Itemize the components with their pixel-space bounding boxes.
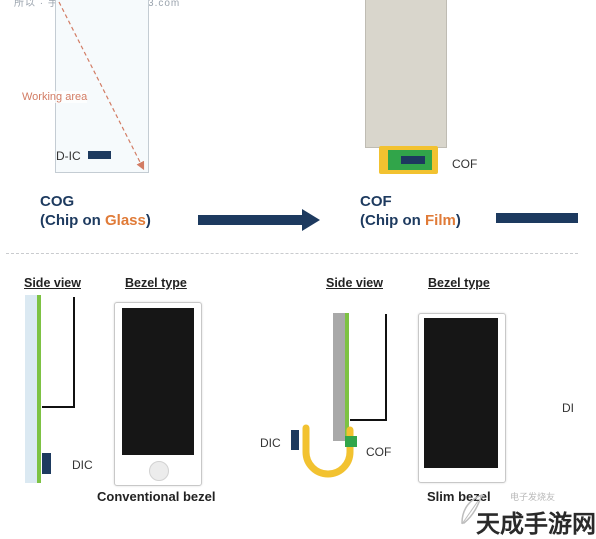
conventional-phone-screen: [122, 308, 194, 455]
d-ic-chip: [88, 151, 111, 159]
cof-label-right: COF: [366, 445, 392, 459]
side-view-glass: [25, 295, 37, 483]
bezel-type-label-left: Bezel type: [125, 276, 187, 290]
transition-arrow: [198, 209, 320, 231]
watermark-main: 天成手游网: [476, 510, 596, 538]
dic-label-left: DIC: [72, 458, 93, 472]
side-view-label-left: Side view: [24, 276, 81, 290]
cof-title: COF (Chip on Film): [360, 192, 461, 230]
cof-u-bend: [302, 424, 354, 478]
transition-arrow-partial: [496, 213, 578, 223]
slim-side-gray-layer: [333, 313, 345, 441]
side-view-dic-chip: [42, 453, 51, 474]
caption-left: Conventional bezel: [97, 489, 216, 504]
cof-display-panel: [365, 0, 447, 148]
working-area-arrow: [58, 1, 145, 171]
slim-side-flex-line: [350, 314, 387, 421]
slim-phone-screen: [424, 318, 498, 468]
cof-label: COF: [452, 157, 478, 171]
working-area-label: Working area: [22, 91, 88, 103]
cog-title-line2: (Chip on Glass): [40, 212, 151, 229]
side-view-flex-line: [42, 297, 75, 408]
watermark-sub: 电子发烧友: [510, 492, 556, 502]
slim-dic-chip: [291, 430, 299, 450]
cof-title-line2: (Chip on Film): [360, 212, 461, 229]
caption-right: Slim bezel: [427, 489, 491, 504]
cog-title: COG (Chip on Glass): [40, 192, 151, 230]
edge-label-partial: DI: [562, 401, 574, 415]
section-divider: [6, 253, 578, 254]
cof-chip: [401, 156, 425, 164]
cog-title-line1: COG: [40, 193, 75, 210]
watermark-feather-icon: [461, 493, 484, 525]
cof-title-line1: COF: [360, 193, 392, 210]
slim-side-green-layer: [345, 313, 349, 441]
d-ic-label: D-IC: [56, 149, 81, 163]
slim-cof-green: [345, 436, 357, 447]
side-view-green-layer: [37, 295, 41, 483]
home-button-icon: [149, 461, 169, 481]
dic-label-right: DIC: [260, 436, 281, 450]
bezel-type-label-right: Bezel type: [428, 276, 490, 290]
side-view-label-right: Side view: [326, 276, 383, 290]
